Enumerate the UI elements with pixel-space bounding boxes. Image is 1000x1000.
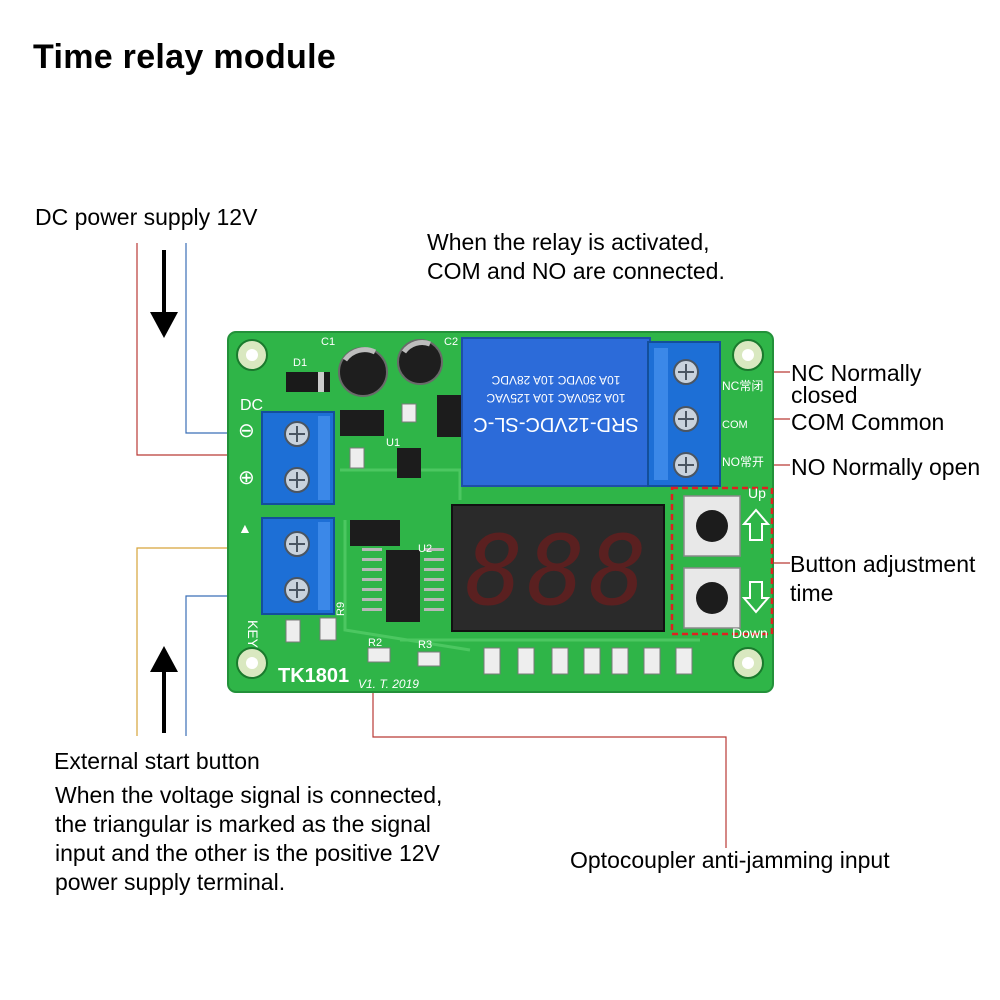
external-start-label: External start button xyxy=(54,748,260,774)
com-label: COM Common xyxy=(791,409,945,435)
nc-label-line: NC Normally xyxy=(791,360,922,386)
silk-down: Down xyxy=(732,625,768,641)
silk-plus-icon: ⊕ xyxy=(238,467,255,489)
arrow-up-icon xyxy=(150,646,178,733)
capacitor-c2 xyxy=(397,339,443,385)
seven-segment-display: 888 xyxy=(451,504,665,632)
relay-note-line: COM and NO are connected. xyxy=(427,258,725,284)
page-title: Time relay module xyxy=(33,38,337,76)
relay-srd-12vdc: SRD-12VDC-SL-C 10A 250VAC 10A 125VAC 10A… xyxy=(461,337,651,487)
silk-r2: R2 xyxy=(368,637,382,649)
nc-label-line: closed xyxy=(791,382,858,408)
nc-label: NC Normally closed xyxy=(791,360,922,408)
voltage-note-label: When the voltage signal is connected, th… xyxy=(55,781,442,897)
relay-output-terminal xyxy=(647,341,721,487)
silk-u2: U2 xyxy=(418,543,432,555)
voltage-note-line: the triangular is marked as the signal xyxy=(55,811,431,837)
button-highlight-box xyxy=(670,486,774,636)
display-digits-text: 888 xyxy=(465,515,650,627)
button-adjustment-label: Button adjustment time xyxy=(790,550,975,608)
dc-power-label: DC power supply 12V xyxy=(35,204,258,230)
mounting-hole xyxy=(236,339,764,679)
relay-note-label: When the relay is activated, COM and NO … xyxy=(427,228,725,286)
silk-nc: NC常闭 xyxy=(722,379,763,393)
arrow-down-icon xyxy=(150,250,178,338)
no-label: NO Normally open xyxy=(791,454,981,480)
up-button xyxy=(683,495,741,557)
silk-u1: U1 xyxy=(386,437,400,449)
pcb-board: SRD-12VDC-SL-C 10A 250VAC 10A 125VAC 10A… xyxy=(227,331,774,693)
relay-rating-text-dc: 10A 30VDC 10A 28VDC xyxy=(491,373,620,387)
voltage-note-line: When the voltage signal is connected, xyxy=(55,782,443,808)
button-adjustment-line: Button adjustment xyxy=(790,551,976,577)
regulator-u1 xyxy=(340,410,384,436)
dc-power-terminal xyxy=(261,411,335,505)
down-arrow-icon xyxy=(741,581,771,614)
silk-d1: D1 xyxy=(293,357,307,369)
relay-note-line: When the relay is activated, xyxy=(427,229,710,255)
board-model-text: TK1801 xyxy=(278,665,349,687)
silk-key: KEY xyxy=(245,620,261,649)
silk-c2: C2 xyxy=(444,336,458,348)
silk-r3: R3 xyxy=(418,639,432,651)
silk-triangle-icon: ▲ xyxy=(238,520,252,536)
voltage-note-line: power supply terminal. xyxy=(55,869,286,895)
voltage-note-line: input and the other is the positive 12V xyxy=(55,840,440,866)
silk-up: Up xyxy=(748,485,766,501)
down-button xyxy=(683,567,741,629)
silk-minus-icon: ⊖ xyxy=(238,420,255,442)
optocoupler-label: Optocoupler anti-jamming input xyxy=(570,847,890,873)
silk-no: NO常开 xyxy=(722,455,764,469)
optocoupler-chip xyxy=(350,520,400,546)
silk-dc: DC xyxy=(240,397,263,414)
up-arrow-icon xyxy=(741,508,771,541)
ic-u2 xyxy=(386,550,420,622)
relay-model-text: SRD-12VDC-SL-C xyxy=(473,413,639,435)
capacitor-c1 xyxy=(338,347,388,397)
silk-com: COM xyxy=(722,419,748,431)
silk-c1: C1 xyxy=(321,336,335,348)
relay-rating-text-ac: 10A 250VAC 10A 125VAC xyxy=(486,391,625,405)
board-version-text: V1. T. 2019 xyxy=(358,677,419,691)
silk-r9: R9 xyxy=(335,602,347,616)
key-input-terminal xyxy=(261,517,335,615)
button-adjustment-line: time xyxy=(790,580,834,606)
